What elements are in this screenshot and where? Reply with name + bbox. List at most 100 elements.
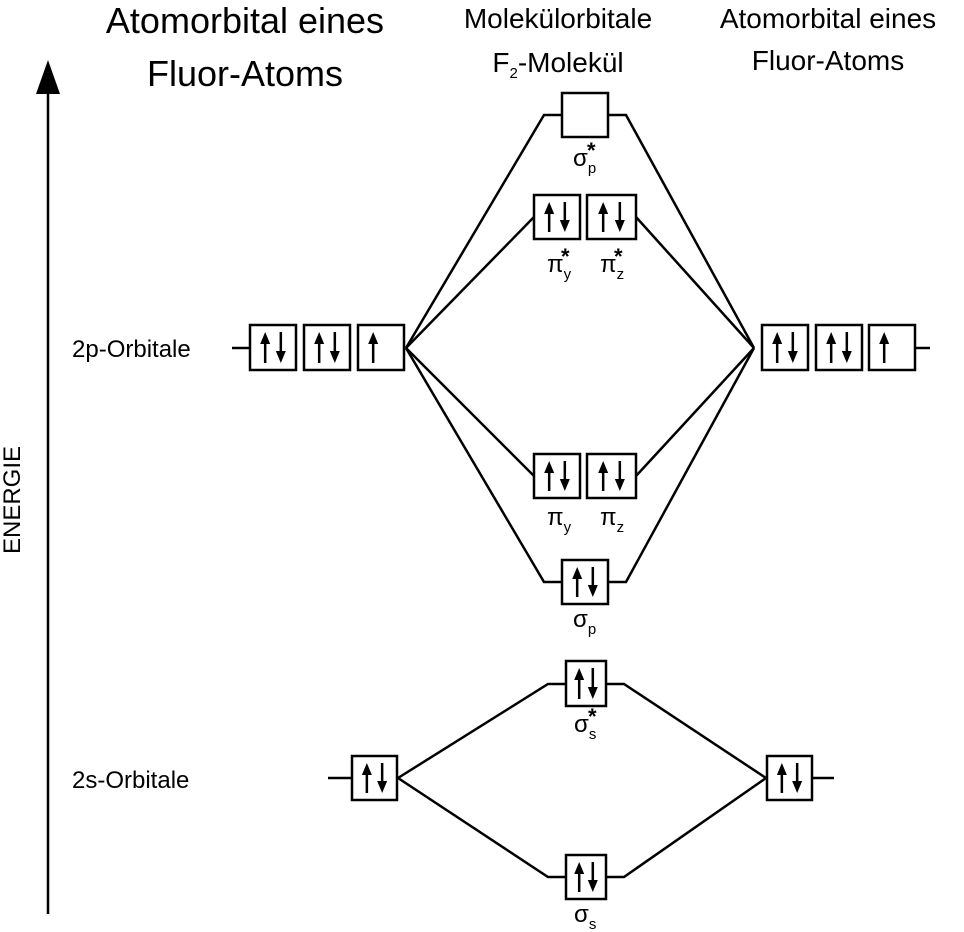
right-2s-orbital-box-frame (765, 754, 814, 802)
sigma-p-box (560, 558, 610, 606)
pi-z-box (585, 452, 638, 500)
connector-lines-2p (232, 113, 930, 584)
label-sigma-s-star: σs (574, 711, 596, 743)
spin-up-arrow (574, 668, 585, 699)
title-right-line1: Atomorbital eines (720, 3, 936, 34)
spin-up-arrow (776, 763, 787, 793)
spin-up-arrow (260, 332, 271, 363)
label-pi-y-symbol: π (547, 504, 564, 531)
pi-y-star-box-frame (532, 193, 582, 241)
label-pi-z-star-symbol: π (600, 251, 617, 278)
spin-down-arrow (614, 202, 625, 232)
label-pi-y-star-subscript: y (564, 266, 572, 283)
spin-up-arrow (572, 567, 583, 597)
spin-up-arrow (314, 332, 325, 363)
left-2p-orbital-box-frame (356, 323, 406, 372)
left-2p-orbital-box-frame (302, 323, 352, 372)
spin-down-arrow (559, 461, 570, 491)
spin-up-arrow (574, 862, 585, 892)
label-sigma-p-symbol: σ (573, 606, 588, 633)
label-sigma-p-star-star: * (587, 138, 596, 163)
label-pi-y-star-star: * (561, 244, 570, 269)
spin-down-arrow (841, 332, 852, 363)
label-sigma-p: σp (573, 606, 596, 638)
label-sigma-p-subscript: p (588, 621, 596, 638)
pi-z-box-frame (585, 452, 638, 500)
right-2p-orbital-box (760, 323, 810, 372)
sigma-p-star-box (560, 91, 610, 139)
label-2s-orbitale: 2s-Orbitale (72, 767, 189, 794)
label-2p-orbitale: 2p-Orbitale (72, 336, 191, 363)
pi-y-box-frame (532, 452, 582, 500)
right-2p-orbital-box-frame (814, 323, 864, 372)
label-sigma-p-star: σp (573, 145, 596, 177)
right-2p-orbital-box (867, 323, 917, 372)
label-sigma-s-symbol: σ (574, 901, 589, 928)
spin-up-arrow (544, 461, 555, 491)
title-right-line2: Fluor-Atoms (752, 45, 904, 76)
sigma-s-star-box-frame (564, 659, 608, 708)
spin-up-arrow (598, 461, 609, 491)
spin-down-arrow (792, 763, 803, 793)
label-pi-z-subscript: z (617, 519, 625, 536)
pi-z-star-box-frame (585, 193, 638, 241)
spin-up-arrow (772, 332, 783, 363)
label-sigma-p-star-subscript: p (588, 160, 596, 177)
pi-y-box (532, 452, 582, 500)
connector-lines-2s (328, 682, 834, 879)
spin-up-arrow (598, 202, 609, 232)
pi-y-star-box (532, 193, 582, 241)
spin-down-arrow (614, 461, 625, 491)
label-sigma-s-subscript: s (589, 916, 597, 932)
spin-down-arrow (329, 332, 340, 363)
label-pi-y-star-symbol: π (547, 251, 564, 278)
left-2p-orbital-box (248, 323, 298, 372)
left-2p-orbital-box (356, 323, 406, 372)
spin-up-arrow (879, 332, 890, 363)
title-mid-line2: F2-Molekül (492, 47, 623, 82)
title-left-line2: Fluor-Atoms (147, 53, 343, 94)
spin-up-arrow (826, 332, 837, 363)
spin-up-arrow (361, 763, 372, 793)
sigma-p-star-box-frame (560, 91, 610, 139)
orbital-boxes (248, 91, 917, 901)
spin-down-arrow (377, 763, 388, 793)
energy-axis-label: ENERGIE (0, 446, 26, 554)
spin-up-arrow (544, 202, 555, 232)
label-pi-z-star: πz (600, 251, 624, 283)
left-2s-orbital-box (350, 754, 399, 802)
label-pi-z-star-subscript: z (617, 266, 625, 283)
title-mid-prefix: F (492, 47, 509, 78)
label-pi-z-symbol: π (600, 504, 617, 531)
spin-up-arrow (368, 332, 379, 363)
spin-down-arrow (559, 202, 570, 232)
label-sigma-s: σs (574, 901, 596, 932)
title-mid-line1: Molekülorbitale (464, 3, 652, 34)
spin-down-arrow (587, 862, 598, 892)
right-2p-orbital-box-frame (760, 323, 810, 372)
spin-down-arrow (587, 567, 598, 597)
title-mid-suffix: -Molekül (518, 47, 624, 78)
label-sigma-s-star-star: * (588, 704, 597, 729)
label-pi-z-star-star: * (614, 244, 623, 269)
pi-z-star-box (585, 193, 638, 241)
label-sigma-p-star-symbol: σ (573, 145, 588, 172)
title-mid-sub: 2 (509, 65, 517, 82)
left-2p-orbital-box-frame (248, 323, 298, 372)
spin-down-arrow (275, 332, 286, 363)
label-pi-y-star: πy (547, 251, 572, 283)
label-pi-y-subscript: y (564, 519, 572, 536)
spin-down-arrow (787, 332, 798, 363)
label-sigma-s-star-subscript: s (589, 726, 597, 743)
label-sigma-s-star-symbol: σ (574, 711, 589, 738)
sigma-s-star-box (564, 659, 608, 708)
label-pi-y: πy (547, 504, 572, 536)
right-2s-orbital-box (765, 754, 814, 802)
right-2p-orbital-box (814, 323, 864, 372)
label-pi-z: πz (600, 504, 624, 536)
spin-down-arrow (587, 668, 598, 699)
right-2p-orbital-box-frame (867, 323, 917, 372)
left-2p-orbital-box (302, 323, 352, 372)
